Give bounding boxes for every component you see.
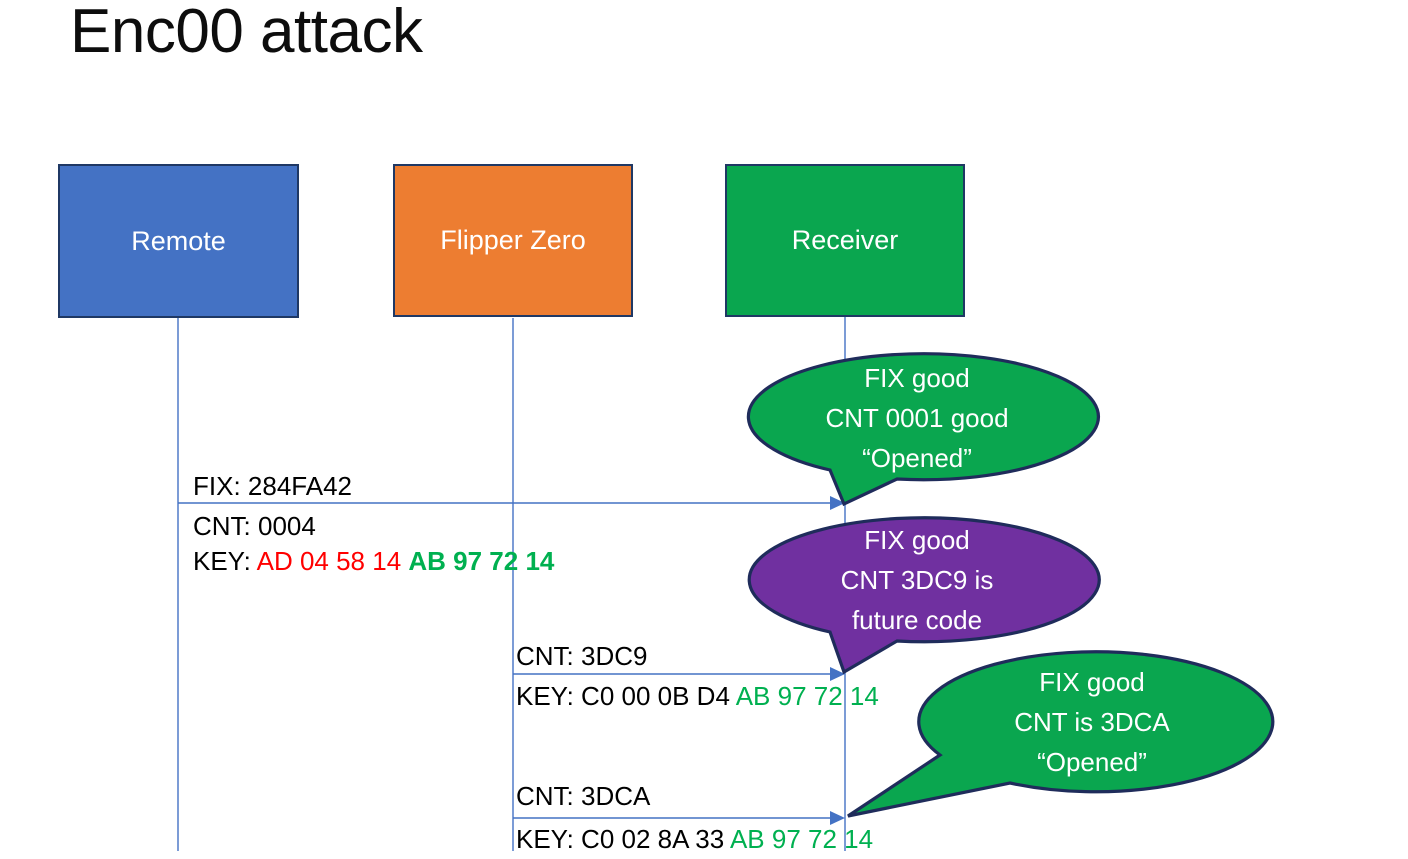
message1-key-prefix: KEY:	[193, 546, 257, 576]
callout-text-opened-1: FIX good CNT 0001 good “Opened”	[752, 358, 1082, 478]
callout-bubble-future-code	[747, 516, 1101, 675]
arrowhead-3-icon	[830, 811, 845, 825]
arrowhead-2-icon	[830, 667, 845, 681]
callout3-line3: “Opened”	[1037, 747, 1147, 777]
message1-key-red-bytes: AD 04 58 14	[256, 546, 409, 576]
callout2-line1: FIX good	[864, 525, 970, 555]
message2-key-prefix: KEY: C0 00 0B D4	[516, 681, 736, 711]
callout2-line3: future code	[851, 605, 983, 635]
page-title: Enc00 attack	[70, 0, 423, 66]
message1-fix: FIX: 284FA42	[193, 471, 352, 501]
callout-text-future-code: FIX good CNT 3DC9 is future code	[752, 520, 1082, 640]
callout1-line1: FIX good	[864, 363, 970, 393]
callout1-line2: CNT 0001 good	[825, 403, 1009, 433]
callout-bubble-opened-2	[847, 650, 1275, 818]
actor-box-remote: Remote	[58, 164, 299, 318]
message2-key-green-bytes: AB 97 72 14	[735, 681, 879, 711]
actor-label-receiver: Receiver	[791, 225, 899, 255]
arrowhead-1-icon	[830, 496, 845, 510]
message1-key-green-bytes: AB 97 72 14	[408, 546, 555, 576]
actor-box-flipper-zero: Flipper Zero	[393, 164, 633, 317]
callout3-line2: CNT is 3DCA	[1014, 707, 1170, 737]
message2-key: KEY: C0 00 0B D4 AB 97 72 14	[516, 681, 879, 712]
message3-key-green-bytes: AB 97 72 14	[729, 824, 874, 854]
callout-text-opened-2: FIX good CNT is 3DCA “Opened”	[927, 662, 1257, 782]
callout2-line2: CNT 3DC9 is	[840, 565, 994, 595]
message2-cnt: CNT: 3DC9	[516, 641, 648, 671]
message3-key-prefix: KEY: C0 02 8A 33	[516, 824, 730, 854]
actor-label-remote: Remote	[131, 225, 226, 256]
message3-cnt: CNT: 3DCA	[516, 781, 651, 811]
callout1-line3: “Opened”	[862, 443, 972, 473]
actor-label-flipper-zero: Flipper Zero	[440, 225, 586, 255]
message3-key: KEY: C0 02 8A 33 AB 97 72 14	[516, 824, 873, 855]
callout-bubble-opened-1	[746, 352, 1100, 507]
message1-key: KEY: AD 04 58 14 AB 97 72 14	[193, 546, 554, 577]
message1-cnt: CNT: 0004	[193, 511, 316, 541]
callout3-line1: FIX good	[1039, 667, 1145, 697]
actor-box-receiver: Receiver	[725, 164, 965, 317]
